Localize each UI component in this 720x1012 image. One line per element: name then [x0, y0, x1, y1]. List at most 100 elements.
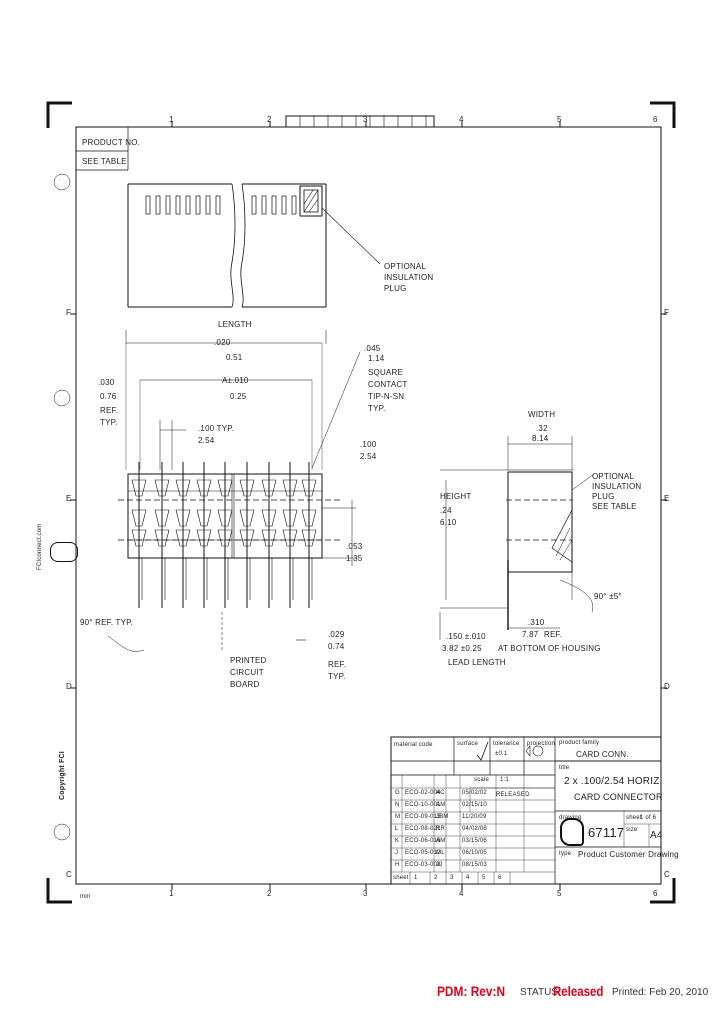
rev-row-1-by: AM	[436, 802, 446, 808]
dim-9-mm: 0.74	[328, 642, 345, 651]
rev-row-3-eco: ECO-08-021	[405, 826, 441, 832]
side-ref-in: .310	[528, 618, 545, 627]
rev-row-6-by: JJ	[436, 862, 443, 868]
rev-row-6-date: 08/15/03	[462, 862, 487, 868]
zone-col-5-bottom: 5	[557, 889, 562, 898]
plug-callout-3: PLUG	[384, 284, 407, 293]
dim-3-mm: 0.25	[230, 392, 247, 401]
dim-1-mm: 0.51	[226, 353, 243, 362]
zone-row-c-right: C	[664, 870, 670, 879]
rev-row-2-rev: M	[395, 814, 401, 820]
rev-row-4-rev: K	[395, 838, 400, 844]
fci-logo	[560, 818, 584, 846]
dim-8-mm: 1.35	[346, 554, 363, 563]
dim-4-ref: REF.	[100, 406, 119, 415]
pcb-line-1: PRINTED	[230, 656, 267, 665]
pdm-rev: PDM: Rev:N	[437, 983, 506, 999]
lead-mm: 3.82 ±0.25	[442, 644, 482, 653]
rev-row-5-by: ML	[436, 850, 445, 856]
side-angle: 90° ±5°	[594, 592, 622, 601]
side-plug-2: INSULATION	[592, 482, 642, 491]
dim-9-ref: REF.	[328, 660, 347, 669]
title-line-1: 2 x .100/2.54 HORIZ.	[564, 776, 663, 787]
rev-row-4-eco: ECO-06-016	[405, 838, 441, 844]
lead-label: LEAD LENGTH	[448, 658, 506, 667]
surface-label: surface	[457, 741, 479, 747]
height-mm: 6.10	[440, 518, 457, 527]
zone-col-2-bottom: 2	[267, 889, 272, 898]
product-family-label: product family	[559, 740, 600, 746]
dim-5-mm: 1.14	[368, 354, 385, 363]
footer-mark: mm	[80, 894, 91, 900]
zone-col-6: 6	[653, 115, 658, 124]
zone-row-e: E	[66, 494, 72, 503]
side-ref-mm: 7.87	[522, 630, 539, 639]
zone-col-6-bottom: 6	[653, 889, 658, 898]
drawing-number: 67117	[588, 825, 625, 840]
width-in: .32	[536, 424, 548, 433]
side-plug-4: SEE TABLE	[592, 502, 637, 511]
pcb-line-2: CIRCUIT	[230, 668, 264, 677]
dim-4-typ: TYP.	[100, 418, 118, 427]
copyright-vertical: Copyright FCI	[59, 751, 66, 800]
rev-row-6-rev: H	[395, 862, 400, 868]
strip-sheet-label: sheet	[393, 875, 409, 881]
width-label: WIDTH	[528, 410, 556, 419]
dim-4-in: .030	[98, 378, 115, 387]
strip-sheet-4: 4	[466, 875, 470, 881]
dim-9-in: .029	[328, 630, 345, 639]
width-mm: 8.14	[532, 434, 549, 443]
printed-date: Printed: Feb 20, 2010	[612, 987, 709, 998]
material-label: material code	[394, 742, 433, 748]
zone-row-d: D	[66, 682, 72, 691]
dim-8-in: .053	[346, 542, 363, 551]
rev-row-3-date: 04/02/08	[462, 826, 487, 832]
dim-3-in: A±.010	[222, 376, 249, 385]
rev-row-5-rev: J	[395, 850, 399, 856]
title-label: title	[559, 765, 570, 771]
scale-label: scale	[474, 777, 490, 783]
tolerance-value: ±0.1	[495, 751, 508, 757]
bottom-of-housing: AT BOTTOM OF HOUSING	[498, 644, 601, 653]
projection-label: projection	[527, 741, 556, 747]
zone-col-3-bottom: 3	[363, 889, 368, 898]
sheet-value: 1 of 6	[640, 815, 657, 821]
rev-row-7-eco: ECO-02-004	[405, 790, 441, 796]
side-plug-1: OPTIONAL	[592, 472, 635, 481]
sheet-label: sheet	[626, 815, 642, 821]
scale-value: 1:1	[500, 777, 509, 783]
lead-in: .150 ±.010	[446, 632, 486, 641]
type-label: type	[559, 851, 572, 857]
rev-row-4-date: 03/15/06	[462, 838, 487, 844]
rev-row-1-rev: N	[395, 802, 400, 808]
rev-row-5-date: 06/10/05	[462, 850, 487, 856]
rev-row-2-eco: ECO-09-015	[405, 814, 441, 820]
plug-callout-1: OPTIONAL	[384, 262, 427, 271]
zone-col-5: 5	[557, 115, 562, 124]
strip-sheet-1: 1	[414, 875, 418, 881]
rev-row-1-eco: ECO-10-001	[405, 802, 441, 808]
tolerance-label: tolerance	[493, 741, 520, 747]
size-value: A4	[650, 830, 663, 841]
dim-5-in: .045	[364, 344, 381, 353]
title-line-2: CARD CONNECTOR	[574, 792, 663, 802]
rev-row-2-date: 11/20/09	[462, 814, 487, 820]
height-label: HEIGHT	[440, 492, 472, 501]
dim-7-mm: 2.54	[360, 452, 377, 461]
dim-1-in: .020	[214, 338, 231, 347]
product-no-label: PRODUCT NO.	[82, 138, 141, 147]
dim-5-typ: TYP.	[368, 404, 386, 413]
zone-row-e-right: E	[664, 494, 670, 503]
zone-col-4-bottom: 4	[459, 889, 464, 898]
rev-row-3-rev: L	[395, 826, 399, 832]
dim-4-mm: 0.76	[100, 392, 117, 401]
status-label: STATUS:	[520, 987, 561, 998]
dim-5-square: SQUARE	[368, 368, 403, 377]
rev-row-2-by: JBM	[436, 814, 449, 820]
strip-sheet-3: 3	[450, 875, 454, 881]
strip-sheet-6: 6	[498, 875, 502, 881]
dim-6-in: .100 TYP.	[198, 424, 235, 433]
rev-row-5-eco: ECO-05-012	[405, 850, 441, 856]
pcb-line-3: BOARD	[230, 680, 260, 689]
